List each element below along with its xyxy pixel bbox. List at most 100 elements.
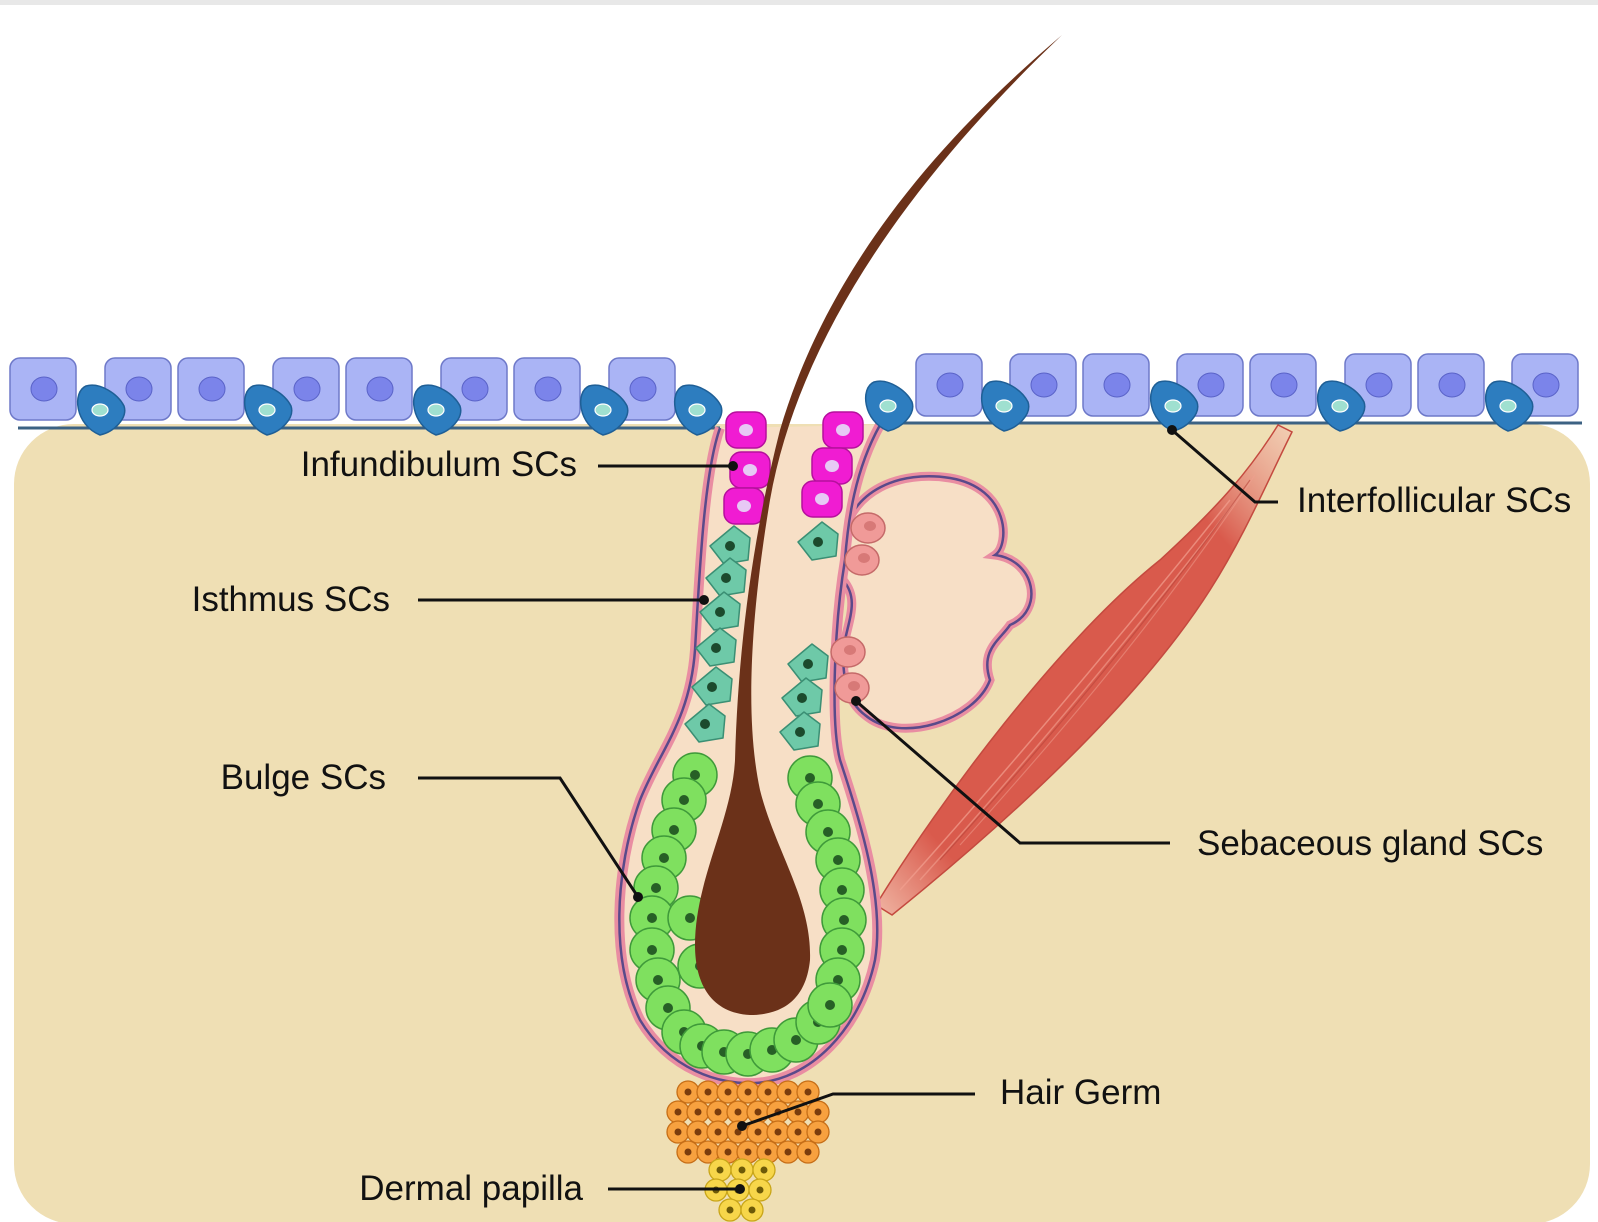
hair-germ-cell [677, 1081, 699, 1103]
sebaceous-cell-nucleus [864, 521, 876, 531]
dermal-papilla-cell [719, 1199, 741, 1221]
infundibulum-cell-nucleus [815, 493, 829, 505]
keratinocyte-cell [916, 354, 982, 416]
dermal-papilla-cell [709, 1159, 731, 1181]
hair-germ-cell-nucleus [795, 1129, 802, 1136]
dermal-papilla-cell-nucleus [761, 1167, 768, 1174]
keratinocyte-nucleus [462, 377, 488, 401]
leader-dot-bulge [633, 892, 643, 902]
keratinocyte-cell [346, 358, 412, 420]
keratinocyte-nucleus [367, 377, 393, 401]
bulge-cell-nucleus [833, 855, 843, 865]
hair-germ-cell [667, 1121, 689, 1143]
sebaceous-cell-nucleus [858, 553, 870, 563]
leader-dot-hair-germ [737, 1121, 747, 1131]
basal-cell-nucleus [996, 400, 1012, 412]
leader-dot-infundibulum [728, 461, 738, 471]
isthmus-cell-nucleus [725, 541, 735, 551]
hair-germ-cell-nucleus [715, 1109, 722, 1116]
infundibulum-cell-nucleus [739, 424, 753, 436]
hair-germ-cell-nucleus [815, 1109, 822, 1116]
hair-germ-cell [737, 1081, 759, 1103]
dermal-papilla-cell-nucleus [727, 1207, 734, 1214]
label-infundibulum-scs: Infundibulum SCs [301, 445, 577, 484]
infundibulum-cell-nucleus [743, 464, 757, 476]
sebaceous-stem-cell [851, 513, 885, 543]
keratinocyte-nucleus [937, 373, 963, 397]
keratinocyte-nucleus [294, 377, 320, 401]
hair-germ-cell [687, 1121, 709, 1143]
hair-germ-cell [797, 1141, 819, 1163]
hair-germ-cell-nucleus [725, 1089, 732, 1096]
keratinocyte-nucleus [1533, 373, 1559, 397]
dermal-papilla-cell-nucleus [739, 1167, 746, 1174]
hair-germ-cell [727, 1101, 749, 1123]
isthmus-cell-nucleus [795, 727, 805, 737]
keratinocyte-nucleus [1198, 373, 1224, 397]
bulge-cell-nucleus [653, 975, 663, 985]
hair-germ-cell [677, 1141, 699, 1163]
keratinocyte-nucleus [199, 377, 225, 401]
hair-germ-cell [717, 1081, 739, 1103]
hair-germ-cell-nucleus [675, 1129, 682, 1136]
label-dermal-papilla: Dermal papilla [359, 1169, 583, 1208]
sebaceous-cell-nucleus [844, 645, 856, 655]
bulge-cell-nucleus [663, 1003, 673, 1013]
bulge-cell-nucleus [679, 795, 689, 805]
bulge-cell-nucleus [669, 825, 679, 835]
hair-germ-cell [807, 1101, 829, 1123]
basal-cell-nucleus [428, 404, 444, 416]
bulge-cell-nucleus [839, 915, 849, 925]
leader-dot-dermal-papilla [735, 1184, 745, 1194]
hair-germ-cell-nucleus [695, 1109, 702, 1116]
top-border [0, 0, 1598, 5]
hair-germ-cell-nucleus [785, 1089, 792, 1096]
label-interfollicular-scs: Interfollicular SCs [1297, 481, 1571, 520]
hair-germ-cell-nucleus [745, 1089, 752, 1096]
keratinocyte-nucleus [1104, 373, 1130, 397]
bulge-cell-nucleus [823, 827, 833, 837]
bulge-cell-nucleus [805, 773, 815, 783]
hair-germ-cell [777, 1141, 799, 1163]
dermal-papilla-cell-nucleus [717, 1167, 724, 1174]
leader-dot-sebaceous [851, 696, 861, 706]
infundibulum-stem-cell [802, 481, 842, 517]
bulge-cell-nucleus [647, 913, 657, 923]
keratinocyte-nucleus [126, 377, 152, 401]
bulge-cell-nucleus [837, 945, 847, 955]
bulge-stem-cell [808, 983, 852, 1027]
bulge-cell-nucleus [647, 945, 657, 955]
bulge-cell-nucleus [690, 770, 700, 780]
dermal-papilla-cell-nucleus [757, 1187, 764, 1194]
hair-germ-cell-nucleus [765, 1089, 772, 1096]
isthmus-cell-nucleus [707, 682, 717, 692]
keratinocyte-nucleus [535, 377, 561, 401]
dermal-papilla-cell [749, 1179, 771, 1201]
bulge-cell-nucleus [837, 885, 847, 895]
label-isthmus-scs: Isthmus SCs [192, 580, 390, 619]
sebaceous-stem-cell [845, 545, 879, 575]
label-sebaceous-gland-scs: Sebaceous gland SCs [1197, 824, 1543, 863]
bulge-cell-nucleus [791, 1035, 801, 1045]
basal-cell-nucleus [92, 404, 108, 416]
keratinocyte-nucleus [1031, 373, 1057, 397]
hair-germ-cell [707, 1101, 729, 1123]
hair-germ-cell-nucleus [775, 1129, 782, 1136]
hair-germ-cell-nucleus [805, 1149, 812, 1156]
keratinocyte-nucleus [1271, 373, 1297, 397]
hair-germ-cell-nucleus [705, 1149, 712, 1156]
hair-germ-cell-nucleus [695, 1129, 702, 1136]
keratinocyte-cell [10, 358, 76, 420]
hair-germ-cell [807, 1121, 829, 1143]
isthmus-cell-nucleus [797, 693, 807, 703]
dermal-papilla-cell-nucleus [749, 1207, 756, 1214]
keratinocyte-cell [514, 358, 580, 420]
hair-germ-cell-nucleus [705, 1089, 712, 1096]
infundibulum-cell-nucleus [737, 500, 751, 512]
isthmus-cell-nucleus [721, 573, 731, 583]
basal-cell-nucleus [880, 400, 896, 412]
dermal-papilla-cell [731, 1159, 753, 1181]
keratinocyte-cell [178, 358, 244, 420]
hair-germ-cell [767, 1121, 789, 1143]
